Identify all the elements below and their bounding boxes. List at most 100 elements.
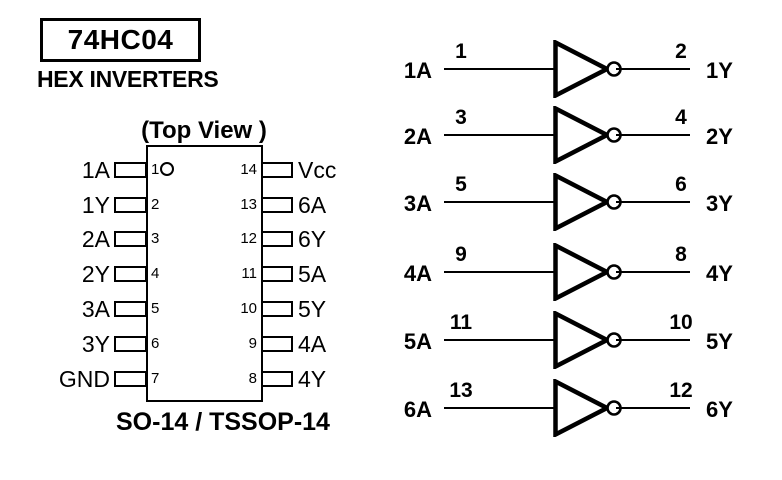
inverter-gate: 1A 1 2 1Y xyxy=(395,34,760,104)
gate-input-label: 2A xyxy=(403,124,432,149)
pin-name: 4A xyxy=(298,331,327,357)
pin-name: 5Y xyxy=(298,296,327,322)
pin-row: GND 7 xyxy=(0,366,782,392)
gate-input-pin-number: 13 xyxy=(449,379,473,402)
top-view-label: (Top View ) xyxy=(141,117,267,144)
package-label: SO-14 / TSSOP-14 xyxy=(116,408,330,436)
gate-output-wire xyxy=(616,200,690,204)
triangle-shape xyxy=(553,379,612,437)
gate-input-label: 5A xyxy=(403,329,432,354)
pin-number: 4 xyxy=(151,265,160,282)
pin-name: 1A xyxy=(81,157,110,183)
inverter-gate: 4A 9 8 4Y xyxy=(395,237,760,307)
gate-output-label: 3Y xyxy=(706,191,733,216)
gate-output-pin-number: 6 xyxy=(675,173,687,196)
gate-input-label: 6A xyxy=(403,397,432,422)
pin-row: 2Y 4 xyxy=(0,261,782,287)
gate-output-pin-number: 2 xyxy=(675,40,687,63)
inverter-symbol-icon xyxy=(553,173,622,231)
pin-name: GND xyxy=(58,366,110,392)
gate-output-pin-number: 4 xyxy=(675,106,687,129)
inverter-symbol-icon xyxy=(553,243,622,301)
gate-input-wire xyxy=(444,133,554,137)
pin-name: 3A xyxy=(81,296,110,322)
gate-output-wire xyxy=(616,133,690,137)
device-description: HEX INVERTERS xyxy=(37,66,219,92)
gate-output-wire xyxy=(616,338,690,342)
gate-output-label: 6Y xyxy=(706,397,733,422)
inverter-gate: 5A 11 10 5Y xyxy=(395,305,760,375)
pin-lead xyxy=(261,162,293,178)
gate-output-label: 2Y xyxy=(706,124,733,149)
ic-package-body xyxy=(146,145,263,402)
triangle-shape xyxy=(553,311,612,369)
gate-input-pin-number: 5 xyxy=(455,173,467,196)
gate-output-label: 4Y xyxy=(706,261,733,286)
pin-name: 1Y xyxy=(81,192,110,218)
pin-name: Vcc xyxy=(298,157,337,183)
pin-lead xyxy=(114,301,147,317)
pin-lead xyxy=(261,371,293,387)
gate-input-pin-number: 3 xyxy=(455,106,467,129)
pin-lead xyxy=(114,162,147,178)
inverter-gate: 6A 13 12 6Y xyxy=(395,373,760,443)
pin-number: 5 xyxy=(151,300,160,317)
pin-row: 2A 3 xyxy=(0,226,782,252)
pin-lead xyxy=(114,197,147,213)
pin-row: 4Y 8 xyxy=(0,366,782,392)
pin-lead xyxy=(261,301,293,317)
pin-row: Vcc 14 xyxy=(0,157,782,183)
pin-lead xyxy=(114,266,147,282)
gate-input-wire xyxy=(444,67,554,71)
pin-number: 8 xyxy=(248,370,257,387)
gate-output-label: 1Y xyxy=(706,58,733,83)
pin-lead xyxy=(261,266,293,282)
gate-input-label: 4A xyxy=(403,261,432,286)
pin-number: 10 xyxy=(240,300,257,317)
pin-row: 1A 1 xyxy=(0,157,782,183)
pin-row: 6A 13 xyxy=(0,192,782,218)
pin-number: 11 xyxy=(241,265,257,282)
inverter-symbol-icon xyxy=(553,311,622,369)
inverter-symbol-icon xyxy=(553,40,622,98)
pin-lead xyxy=(261,197,293,213)
pin-number: 6 xyxy=(151,335,160,352)
pin-row: 5Y 10 xyxy=(0,296,782,322)
pin-row: 4A 9 xyxy=(0,331,782,357)
gate-output-pin-number: 12 xyxy=(669,379,693,402)
triangle-shape xyxy=(553,40,612,98)
pin-row: 1Y 2 xyxy=(0,192,782,218)
triangle-shape xyxy=(553,106,612,164)
gate-output-pin-number: 10 xyxy=(669,311,693,334)
gate-output-pin-number: 8 xyxy=(675,243,687,266)
pin-number: 9 xyxy=(248,335,257,352)
pin-name: 6Y xyxy=(298,226,327,252)
pin-row: 3A 5 xyxy=(0,296,782,322)
pin-name: 6A xyxy=(298,192,327,218)
pin-number: 7 xyxy=(151,370,160,387)
part-number-box: 74HC04 xyxy=(40,18,201,62)
pin-lead xyxy=(114,371,147,387)
triangle-shape xyxy=(553,173,612,231)
part-number: 74HC04 xyxy=(67,24,174,55)
gate-input-label: 1A xyxy=(403,58,432,83)
gate-output-wire xyxy=(616,67,690,71)
pin-number: 2 xyxy=(151,196,160,213)
pin-lead xyxy=(261,231,293,247)
gate-input-wire xyxy=(444,270,554,274)
pin-number: 14 xyxy=(240,161,257,178)
pin1-indicator-icon xyxy=(160,162,174,176)
gate-input-wire xyxy=(444,338,554,342)
gate-input-pin-number: 1 xyxy=(455,40,467,63)
gate-input-wire xyxy=(444,200,554,204)
gate-output-label: 5Y xyxy=(706,329,733,354)
pin-lead xyxy=(114,231,147,247)
pin-lead xyxy=(114,336,147,352)
pin-number: 13 xyxy=(240,196,257,213)
inverter-gate: 2A 3 4 2Y xyxy=(395,100,760,170)
pin-name: 5A xyxy=(298,261,327,287)
inverter-symbol-icon xyxy=(553,379,622,437)
pin-row: 3Y 6 xyxy=(0,331,782,357)
inverter-gate: 3A 5 6 3Y xyxy=(395,167,760,237)
